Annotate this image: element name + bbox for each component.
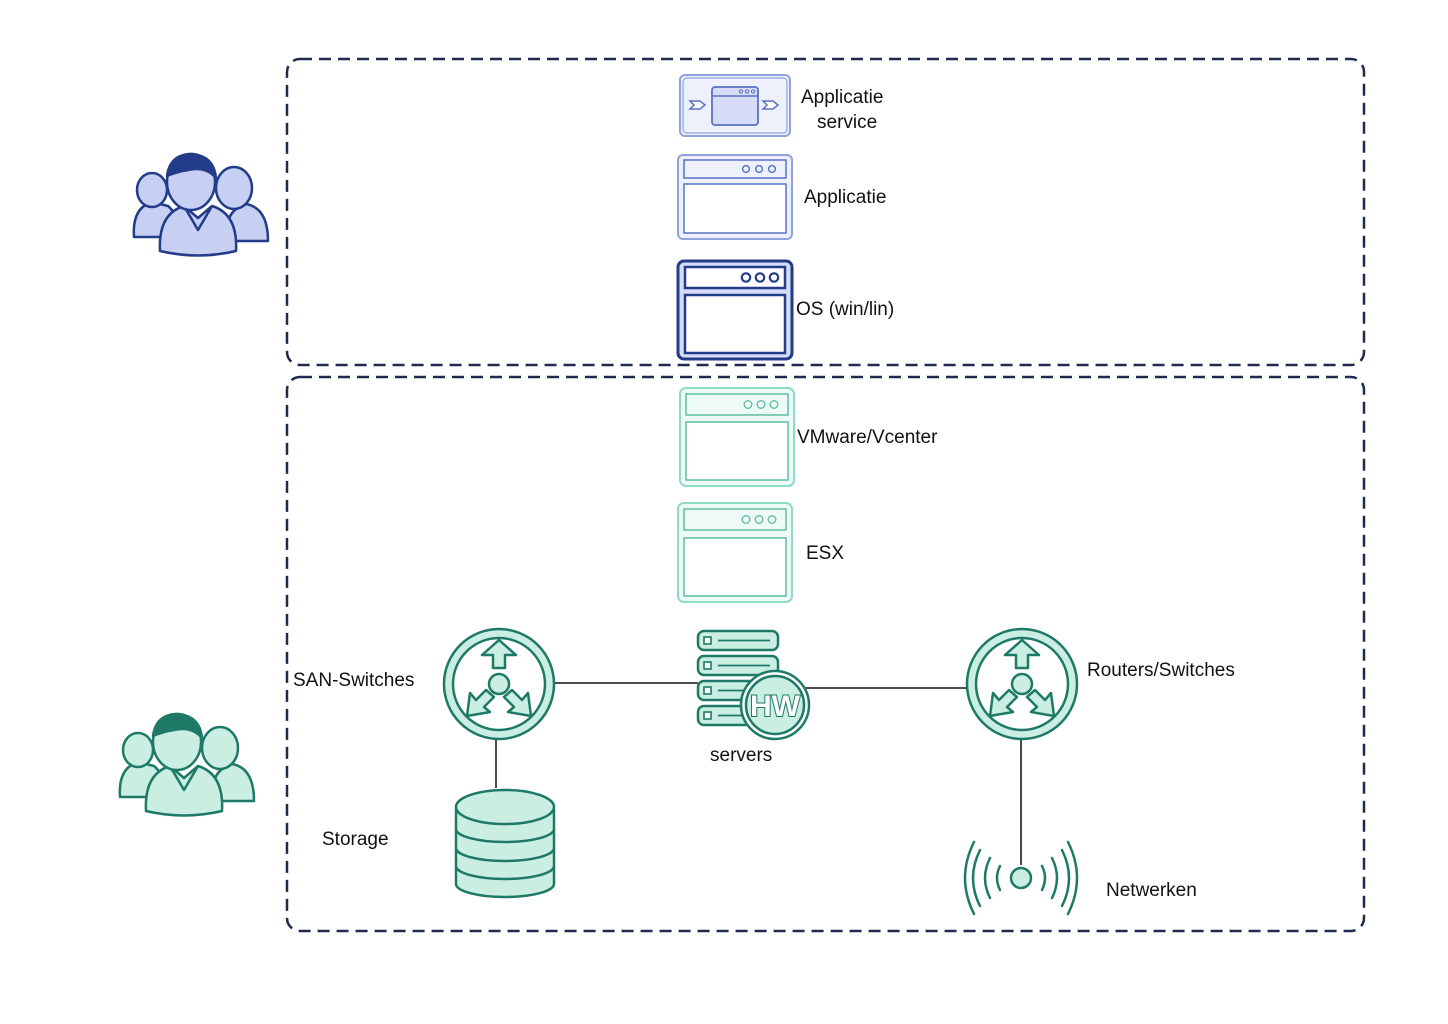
esx-label: ESX [806, 543, 844, 564]
app-service-label-line2: service [817, 112, 877, 133]
connections [495, 682, 1022, 865]
application-window-icon [677, 154, 793, 240]
app-service-label-line1: Applicatie [801, 87, 883, 108]
san-label: SAN-Switches [293, 670, 414, 691]
san-switch-icon [442, 627, 556, 741]
application-label: Applicatie [804, 187, 886, 208]
users-group-icon [132, 152, 270, 257]
database-icon [454, 788, 556, 899]
wireless-antenna-icon [963, 840, 1079, 916]
application-service-icon [679, 74, 791, 137]
vmware-label: VMware/Vcenter [797, 427, 938, 448]
servers-label: servers [710, 745, 772, 766]
os-window-icon [676, 259, 794, 361]
server-rack-icon [696, 629, 811, 741]
os-label: OS (win/lin) [796, 299, 894, 320]
network-label: Netwerken [1106, 880, 1197, 901]
vmware-window-icon [679, 387, 795, 487]
storage-label: Storage [322, 829, 389, 850]
routers-label: Routers/Switches [1087, 660, 1235, 681]
users-group-icon [118, 712, 256, 817]
hw-badge-label: HW [750, 690, 801, 723]
router-icon [965, 627, 1079, 741]
esx-window-icon [677, 502, 793, 603]
infrastructure-layer-frame [285, 375, 1366, 933]
